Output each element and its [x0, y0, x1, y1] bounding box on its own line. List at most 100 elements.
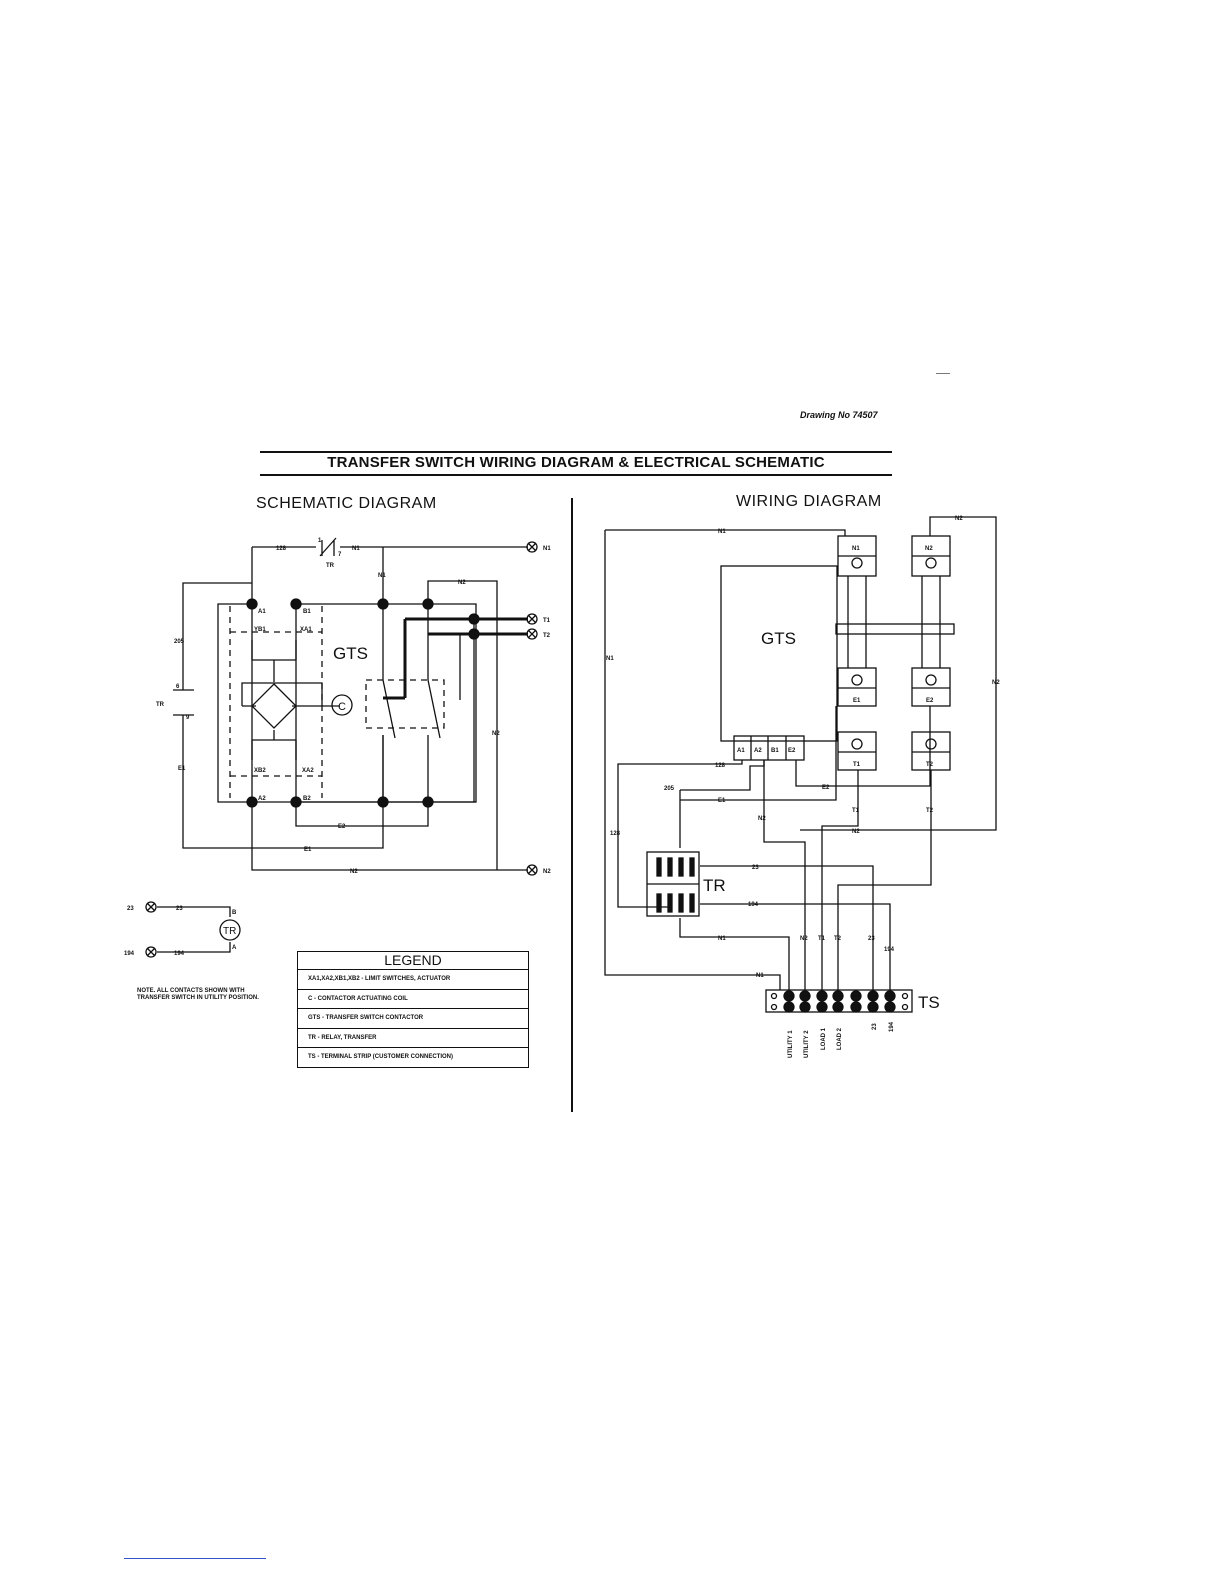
wire-128 [617, 760, 743, 908]
schematic-labels: 128 N1 TR 1 7 N1 N2 N2 205 TR 6 9 E1 E2 … [124, 538, 551, 957]
block-screws [851, 557, 937, 750]
terminal-strip-end-holes [770, 992, 909, 1011]
schematic-title: SCHEMATIC DIAGRAM [256, 495, 437, 512]
ts-term-load-2: LOAD 2 [837, 1027, 843, 1050]
schematic-nodes [246, 598, 480, 808]
gts-term-b1: B1 [771, 748, 779, 754]
label-n2-loop: N2 [458, 580, 466, 586]
tr-coil-icon [219, 919, 241, 941]
label-xb2: XB2 [254, 768, 266, 774]
block-label-n1: N1 [852, 546, 860, 552]
t-bus-drop [459, 619, 475, 802]
label-e1-bottom: E1 [304, 847, 312, 853]
wire-t2 [837, 770, 932, 990]
wire-194 [700, 903, 891, 990]
block-e1 [837, 667, 877, 707]
label-tr-top: TR [326, 563, 335, 569]
schematic-terminals [145, 541, 538, 958]
coil-c-label: C [338, 701, 346, 713]
label-n1-drop: N1 [378, 573, 386, 579]
tr-relay-pins [656, 857, 695, 913]
wire-label-n2-lower: N2 [852, 829, 860, 835]
wire-n2-drop [763, 760, 806, 990]
tr-contact-no [173, 689, 194, 716]
legend-title: LEGEND [298, 952, 528, 970]
wire-n1-tr [679, 918, 790, 990]
strip-label-194: 194 [884, 947, 895, 953]
label-wire-194: 194 [174, 951, 185, 957]
wire-e2 [295, 802, 429, 827]
label-a2: A2 [258, 796, 266, 802]
xa1-link [251, 640, 297, 661]
label-e2: E2 [338, 824, 346, 830]
gts-dashed-boundary [229, 606, 445, 798]
ts-term-load-1: LOAD 1 [821, 1027, 827, 1050]
terminal-n1: N1 [543, 546, 551, 552]
wire-label-23: 23 [752, 865, 759, 871]
wire-205-e1 [679, 706, 837, 848]
wire-205-e1 [182, 582, 384, 849]
label-wire-23: 23 [176, 906, 183, 912]
wire-t1 [821, 770, 859, 990]
rectifier-wires [242, 660, 340, 740]
wire-label-t1: T1 [852, 808, 860, 814]
wire-label-e2: E2 [822, 785, 830, 791]
label-xa2: XA2 [302, 768, 314, 774]
contactor-crossbar [835, 623, 955, 635]
label-yb1: YB1 [254, 627, 266, 633]
label-c7: 7 [338, 552, 342, 558]
terminal-t1: T1 [543, 618, 551, 624]
block-splits [838, 555, 950, 753]
contactor-bars [847, 576, 941, 668]
coil-c-icon [331, 694, 353, 716]
label-tr-side: TR [156, 702, 165, 708]
label-205: 205 [174, 639, 185, 645]
xb2-link [251, 739, 297, 760]
note-text: NOTE. ALL CONTACTS SHOWN WITH TRANSFER S… [137, 988, 259, 1001]
tr-coil-label: TR [223, 926, 236, 937]
legend-table: LEGEND XA1,XA2,XB1,XB2 - LIMIT SWITCHES,… [297, 951, 529, 1068]
rectifier-return [241, 682, 323, 706]
strip-label-t2: T2 [834, 936, 842, 942]
wiring-ts-label: TS [918, 993, 940, 1012]
wire-label-n1-left: N1 [606, 656, 614, 662]
wire-label-n2-top: N2 [955, 516, 963, 522]
block-t1 [837, 731, 877, 771]
label-c9: 9 [186, 715, 190, 721]
wire-label-205: 205 [664, 786, 675, 792]
strip-label-n2: N2 [800, 936, 808, 942]
wire-23 [700, 865, 874, 990]
tr-contact-nc [319, 537, 337, 557]
drawing-number: Drawing No 74507 [800, 410, 878, 420]
block-label-n2: N2 [925, 546, 933, 552]
wire-e2 [795, 706, 931, 787]
block-e2 [911, 667, 951, 707]
label-128: 128 [276, 546, 287, 552]
legend-row: TR - RELAY, TRANSFER [298, 1029, 528, 1048]
block-label-e2: E2 [926, 698, 934, 704]
label-b1: B1 [303, 609, 311, 615]
title-rule-top [260, 451, 892, 453]
terminal-n2: N2 [543, 869, 551, 875]
wire-label-n1-ts: N1 [756, 973, 764, 979]
wire-label-n1-tr: N1 [718, 936, 726, 942]
bridge-rectifier [251, 683, 297, 729]
gts-term-a1: A1 [737, 748, 745, 754]
wiring-gts-label: GTS [761, 629, 796, 648]
terminal-t2: T2 [543, 633, 551, 639]
wiring-tr-label: TR [703, 876, 726, 895]
wire-label-n1-top: N1 [718, 529, 726, 535]
label-c1: 1 [318, 538, 322, 544]
wire-label-128: 128 [715, 763, 726, 769]
block-label-t2: T2 [926, 762, 934, 768]
wire-n1-top [605, 529, 846, 536]
legend-row: TS - TERMINAL STRIP (CUSTOMER CONNECTION… [308, 1054, 454, 1060]
label-a1: A1 [258, 609, 266, 615]
wiring-diagram [604, 516, 997, 1013]
wiring-title: WIRING DIAGRAM [736, 493, 882, 510]
label-b2: B2 [303, 796, 311, 802]
t-bus [383, 617, 528, 700]
label-n1-top: N1 [352, 546, 360, 552]
legend-row: GTS - TRANSFER SWITCH CONTACTOR [298, 1009, 528, 1029]
